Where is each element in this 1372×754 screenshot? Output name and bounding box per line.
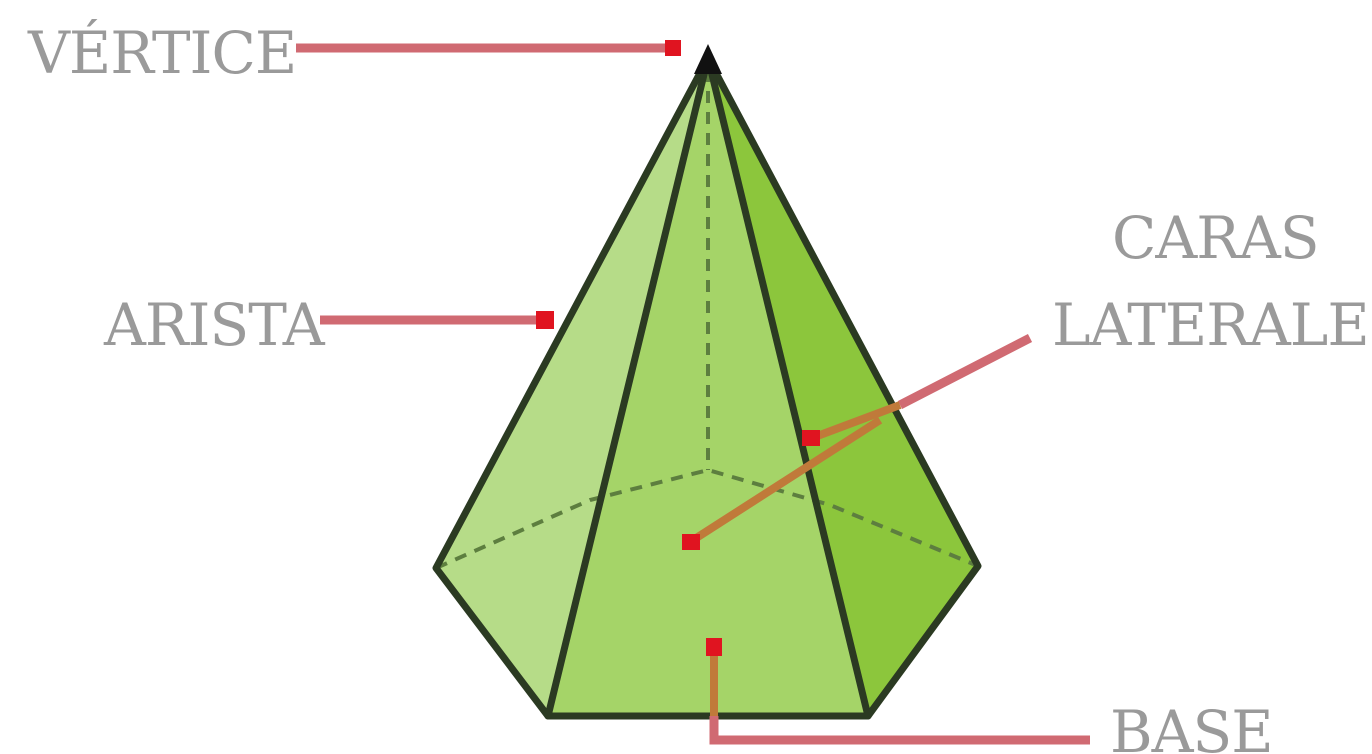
- lateral-faces-marker-right: [802, 430, 820, 446]
- edge-label: ARISTA: [103, 291, 326, 359]
- edge-callout: ARISTA: [103, 291, 554, 359]
- apex-tip: [694, 44, 722, 74]
- vertex-callout: VÉRTICE: [27, 19, 681, 87]
- lateral-faces-label-line2: LATERALES: [1052, 291, 1372, 359]
- lateral-faces-label-line1: CARAS: [1112, 204, 1319, 272]
- vertex-marker: [665, 40, 681, 56]
- edge-marker: [536, 311, 554, 329]
- base-label: BASE: [1110, 698, 1273, 754]
- pyramid: [436, 44, 978, 716]
- lateral-faces-pointer-line: [900, 338, 1030, 405]
- base-marker: [706, 638, 722, 656]
- vertex-label: VÉRTICE: [27, 19, 296, 87]
- base-pointer-line-lower: [714, 716, 1090, 740]
- lateral-faces-marker-front: [682, 534, 700, 550]
